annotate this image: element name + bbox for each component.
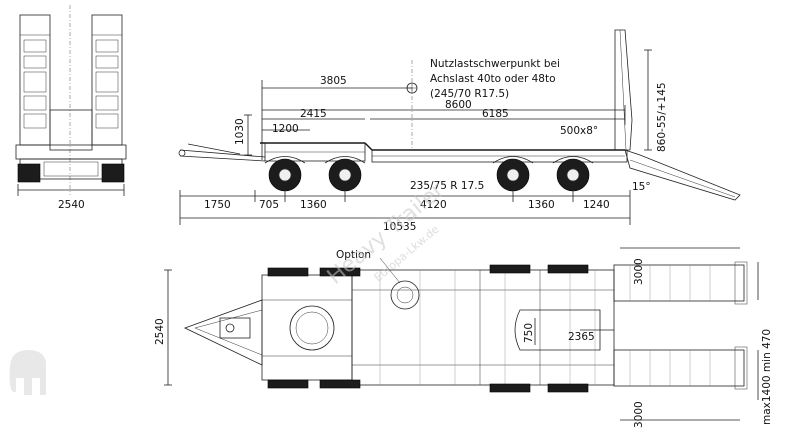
load-center-note-2: Achslast 40to oder 48to [430, 73, 556, 85]
dim-ramp-top: 3000 [633, 258, 645, 285]
dim-plan-width: 2540 [154, 318, 166, 345]
dim-1360b: 1360 [528, 199, 555, 211]
dim-1240: 1240 [583, 199, 610, 211]
dim-drawbar: 1200 [272, 123, 299, 135]
dim-gooseneck: 2415 [300, 108, 327, 120]
dim-4120: 4120 [420, 199, 447, 211]
load-center-note-3: (245/70 R17.5) [430, 88, 509, 100]
wheel-group-rear [496, 158, 590, 192]
beam-label: 500x8° [560, 125, 598, 137]
elephant-logo-icon [9, 350, 47, 395]
dim-1750: 1750 [204, 199, 231, 211]
front-width-dim: 2540 [58, 199, 85, 211]
dim-bed-length: 8600 [445, 99, 472, 111]
option-label: Option [336, 249, 371, 261]
dim-bed-height: 1030 [234, 118, 246, 145]
dim-overall-length: 10535 [383, 221, 416, 233]
dim-705: 705 [259, 199, 279, 211]
ramp-angle: 15° [632, 181, 651, 193]
tyre-label: 235/75 R 17.5 [410, 180, 484, 192]
wheel-group-front [268, 158, 362, 192]
dim-ramp-bottom: 3000 [633, 401, 645, 428]
dim-1360a: 1360 [300, 199, 327, 211]
dim-2365: 2365 [568, 331, 595, 343]
dim-bed-front: 6185 [482, 108, 509, 120]
dim-load-center: 3805 [320, 75, 347, 87]
side-view: Nutzlastschwerpunkt bei Achslast 40to od… [178, 29, 741, 233]
plan-view: Option 2365 [164, 247, 759, 421]
dim-ramp-width: max1400 min 470 [761, 329, 773, 425]
dim-ramp-height: 860-55/+145 [656, 82, 668, 152]
load-center-note-1: Nutzlastschwerpunkt bei [430, 58, 560, 70]
front-view: 2540 [15, 5, 127, 211]
dim-750: 750 [523, 323, 535, 343]
